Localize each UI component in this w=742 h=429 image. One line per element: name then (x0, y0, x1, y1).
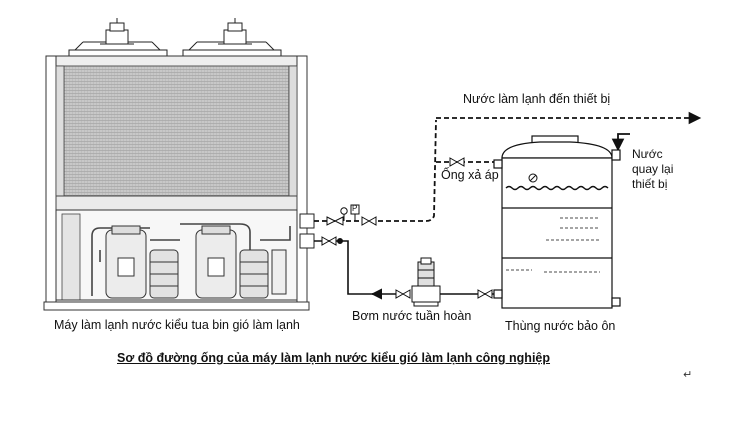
supply-valve-cluster (326, 204, 377, 226)
tank-outlet-valves (395, 289, 493, 299)
label-circulation-pump: Bơm nước tuần hoàn (352, 309, 472, 323)
label-return-water-line1: Nước (632, 147, 663, 161)
compressor-left (105, 225, 179, 299)
relief-valve (449, 157, 465, 167)
condenser-coil (63, 65, 290, 197)
return-water-line (611, 133, 630, 152)
water-level (505, 185, 609, 191)
label-chiller-unit: Máy làm lạnh nước kiểu tua bin gió làm l… (54, 318, 300, 332)
label-storage-tank: Thùng nước bảo ôn (505, 319, 616, 333)
circulation-return-line (314, 240, 500, 295)
fan-assembly-left (68, 18, 168, 57)
gauge-letter: P (352, 204, 358, 213)
insulated-water-tank (493, 135, 621, 309)
label-return-water-line3: thiết bị (632, 177, 668, 191)
compressor-right (195, 225, 269, 299)
air-cooled-chiller (43, 18, 315, 311)
label-return-water: Nước quay lại thiết bị (632, 147, 673, 192)
diagram-caption: Sơ đồ đường ống của máy làm lạnh nước ki… (117, 351, 551, 365)
fan-assembly-right (182, 18, 282, 57)
return-valve-cluster (321, 236, 343, 246)
chilled-water-supply-line (314, 111, 702, 222)
circulation-pump (411, 257, 441, 307)
tank-hatch-lines (506, 217, 600, 273)
label-return-water-line2: quay lại (632, 162, 674, 176)
internal-piping (91, 223, 291, 296)
label-relief-pipe: Ống xả áp (441, 168, 499, 182)
label-chilled-water-to-equipment: Nước làm lạnh đến thiết bị (463, 92, 611, 106)
paragraph-mark: ↵ (683, 369, 693, 381)
